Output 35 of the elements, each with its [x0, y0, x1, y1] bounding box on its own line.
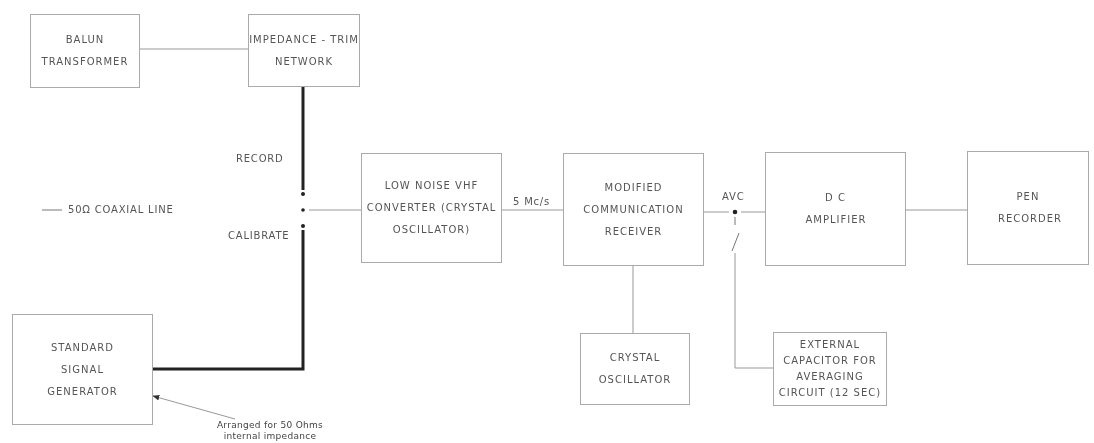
block-box — [967, 151, 1089, 265]
block-label: LOW NOISE VHF CONVERTER (CRYSTAL OSCILLATOR) — [365, 179, 498, 237]
connector-line — [301, 87, 305, 190]
connector-line — [308, 209, 362, 211]
block-box — [580, 333, 690, 405]
block-label: MODIFIED COMMUNICATION RECEIVER — [582, 180, 685, 239]
text-label: 50Ω COAXIAL LINE — [68, 204, 174, 216]
connector-line — [740, 211, 766, 213]
connector-line — [501, 209, 564, 211]
note-text: Arranged for 50 Ohms internal impedance — [215, 420, 325, 442]
block-label: STANDARD SIGNAL GENERATOR — [46, 340, 119, 399]
block-label: D C AMPLIFIER — [805, 191, 866, 227]
block-box — [773, 332, 887, 406]
leader-arrow — [152, 395, 236, 420]
switch-label: AVC — [722, 191, 745, 203]
block-box — [563, 153, 704, 266]
block-box — [248, 14, 360, 87]
block-box — [361, 153, 502, 263]
block-label: IMPEDANCE - TRIM NETWORK — [249, 32, 359, 69]
switch-symbol — [729, 207, 741, 253]
connector-line — [734, 252, 774, 369]
edge-label: 5 Mc/s — [513, 196, 551, 208]
text-label: RECORD — [236, 153, 284, 165]
text-label: CALIBRATE — [228, 230, 290, 242]
connector-line — [153, 230, 305, 371]
block-box — [30, 14, 140, 88]
connector-line — [703, 211, 730, 213]
block-label: BALUN TRANSFORMER — [40, 33, 130, 69]
block-label: EXTERNAL CAPACITOR FOR AVERAGING CIRCUIT (12 SEC) — [777, 338, 883, 400]
connector-line — [905, 209, 968, 211]
connector-line — [139, 48, 249, 50]
connector-line — [632, 265, 634, 334]
block-box — [765, 152, 906, 266]
block-box — [12, 314, 153, 425]
block-label: CRYSTAL OSCILLATOR — [597, 351, 673, 387]
